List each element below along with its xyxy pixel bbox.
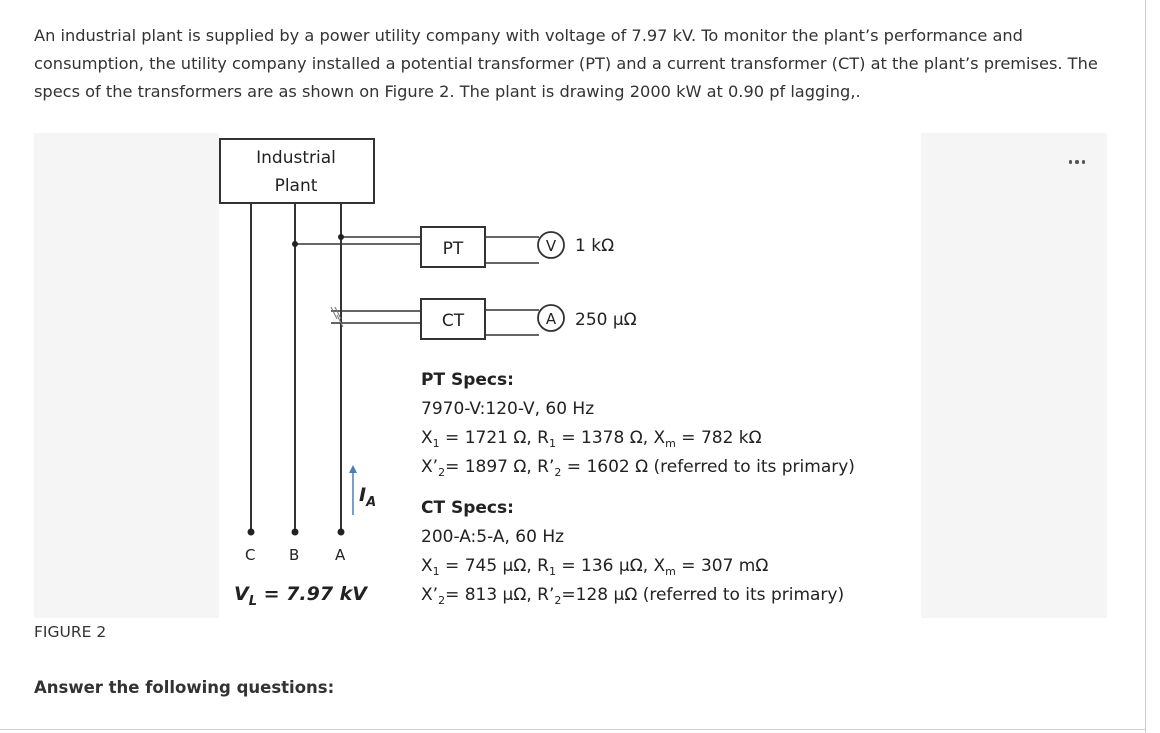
pt-specs-title: PT Specs:	[421, 370, 514, 390]
pt-specs-line2: X’2= 1897 Ω, R’2 = 1602 Ω (referred to i…	[421, 457, 855, 479]
ct-connections	[331, 309, 539, 336]
pt-label: PT	[443, 239, 464, 259]
pt-specs: PT Specs: 7970-V:120-V, 60 Hz X1 = 1721 …	[421, 370, 855, 479]
ammeter-resistance: 250 μΩ	[575, 310, 637, 330]
right-divider	[1145, 0, 1146, 733]
more-horizontal-icon[interactable]	[1062, 150, 1092, 174]
plant-label-line1: Industrial	[256, 148, 336, 168]
line-voltage-label: VL = 7.97 kV	[234, 583, 368, 609]
ammeter-symbol: A	[546, 310, 557, 328]
question-heading: Answer the following questions:	[34, 678, 335, 697]
industrial-plant-box	[219, 138, 375, 204]
terminal-b	[291, 528, 299, 536]
pt-specs-rating: 7970-V:120-V, 60 Hz	[421, 399, 594, 419]
more-dot	[1081, 160, 1086, 164]
voltmeter-icon	[537, 231, 565, 259]
circuit-diagram: Industrial Plant PT V 1 kΩ	[219, 133, 921, 618]
figure-caption: FIGURE 2	[34, 623, 107, 641]
problem-intro-text: An industrial plant is supplied by a pow…	[34, 26, 1098, 101]
phase-lines	[250, 203, 342, 531]
ct-specs: CT Specs: 200-A:5-A, 60 Hz X1 = 745 μΩ, …	[421, 498, 844, 607]
pt-specs-line1: X1 = 1721 Ω, R1 = 1378 Ω, Xm = 782 kΩ	[421, 428, 762, 450]
phase-b-label: B	[289, 546, 299, 564]
figure-left-padding	[34, 133, 219, 618]
ct-specs-line2: X’2= 813 μΩ, R’2=128 μΩ (referred to its…	[421, 585, 844, 607]
more-dot	[1068, 160, 1073, 164]
voltmeter-symbol: V	[546, 237, 557, 255]
figure-container: Industrial Plant PT V 1 kΩ	[34, 133, 1107, 618]
terminal-c	[247, 528, 255, 536]
voltmeter-resistance: 1 kΩ	[575, 236, 614, 256]
ct-label: CT	[442, 311, 465, 331]
bottom-divider	[0, 729, 1146, 730]
ct-core-mark	[330, 306, 344, 328]
phase-c-label: C	[245, 546, 255, 564]
ct-box	[420, 298, 486, 340]
ct-specs-line1: X1 = 745 μΩ, R1 = 136 μΩ, Xm = 307 mΩ	[421, 556, 768, 578]
pt-box	[420, 226, 486, 268]
phase-a-label: A	[335, 546, 346, 564]
ct-specs-title: CT Specs:	[421, 498, 514, 518]
more-dot	[1075, 160, 1079, 164]
plant-label-line2: Plant	[275, 176, 318, 196]
pt-connections	[295, 236, 539, 264]
ammeter-icon	[537, 304, 565, 332]
current-label: IA	[359, 484, 376, 510]
ct-specs-rating: 200-A:5-A, 60 Hz	[421, 527, 564, 547]
terminal-a	[337, 528, 345, 536]
figure-right-padding	[921, 133, 1107, 618]
